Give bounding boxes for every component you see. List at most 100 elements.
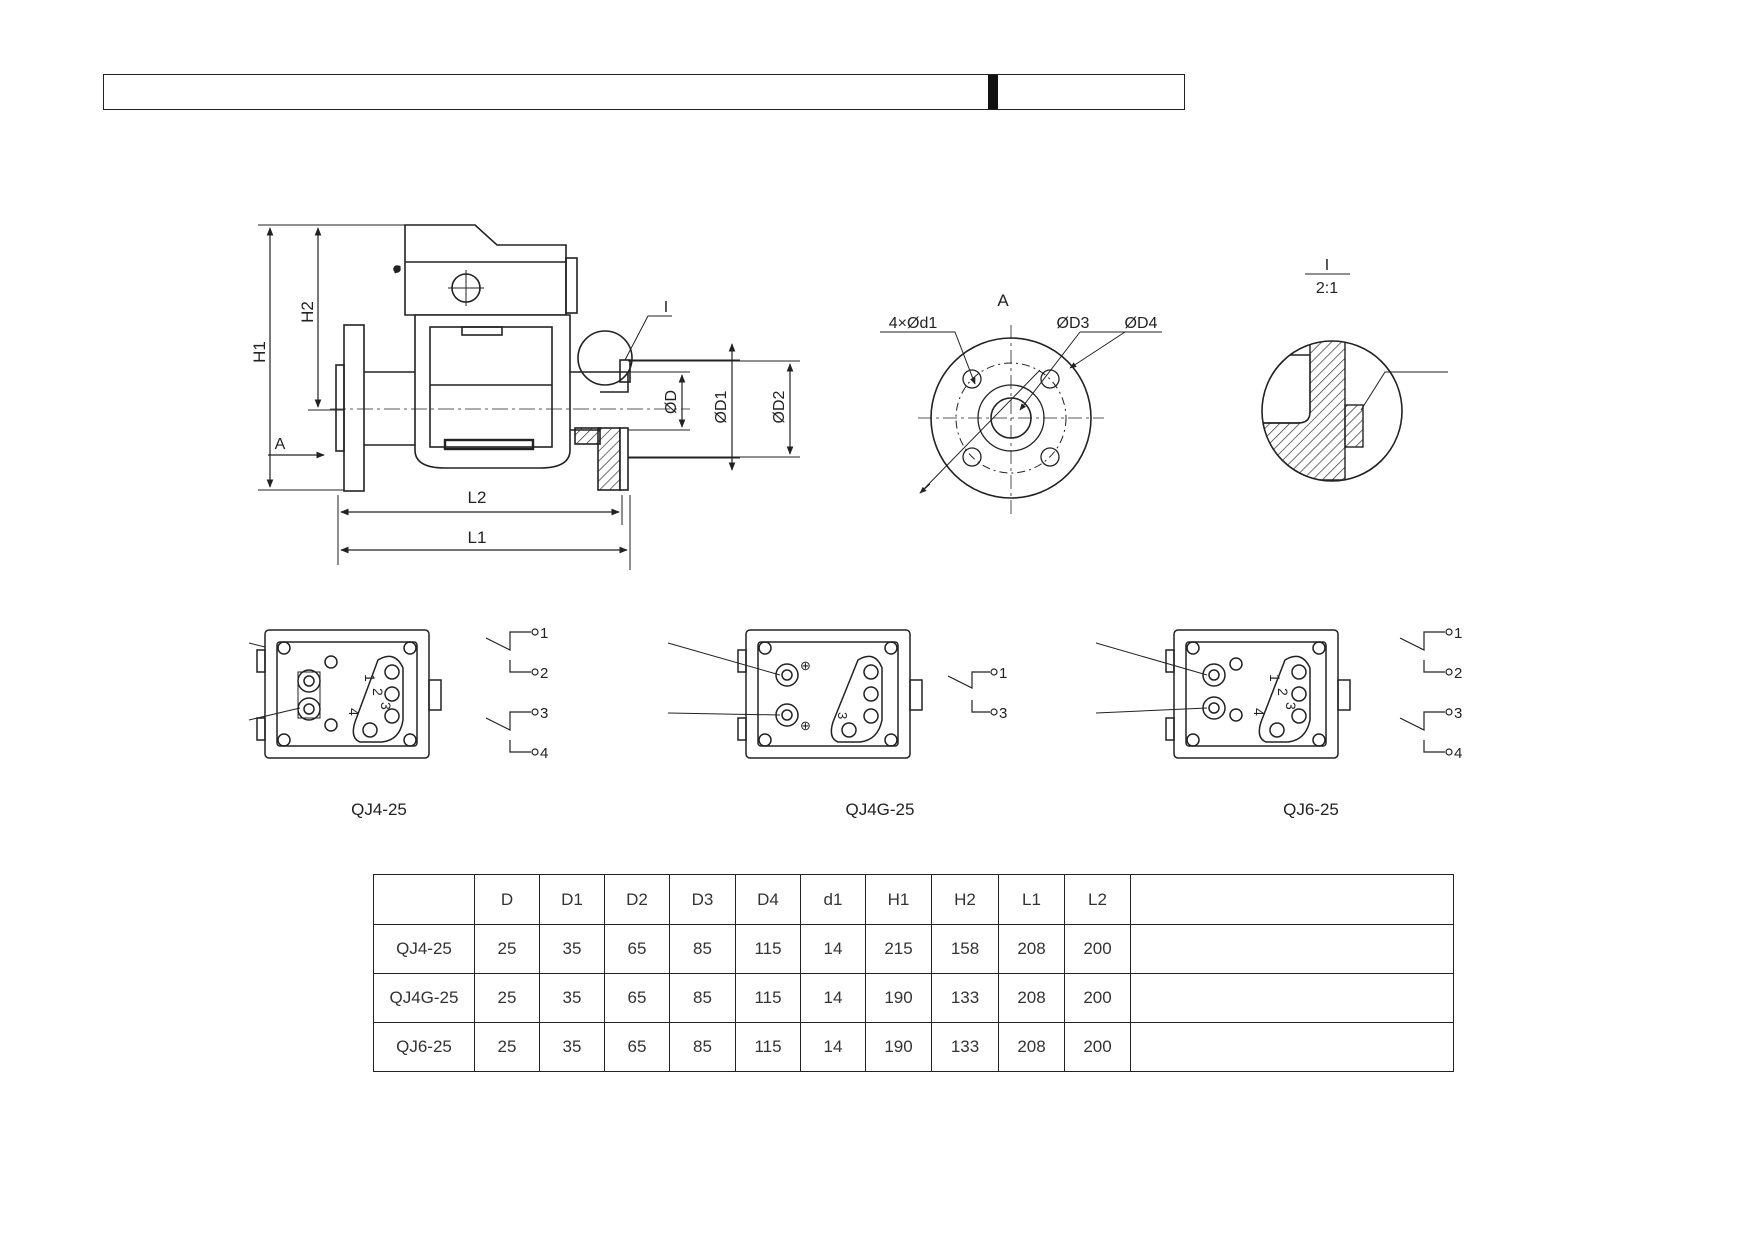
dim-d2-label: ØD2 bbox=[771, 390, 788, 423]
model-caption-qj6-25: QJ6-25 bbox=[1283, 800, 1339, 819]
terminal-4: 4 bbox=[540, 745, 548, 762]
box2-num-3: 3 bbox=[835, 712, 850, 719]
table-cell: 115 bbox=[735, 924, 801, 974]
box-numbers-qj6-25: 1 2 3 4 bbox=[1251, 674, 1299, 716]
d3-label: ØD3 bbox=[1057, 315, 1090, 332]
box3-num-1: 1 bbox=[1267, 674, 1283, 682]
box-numbers-qj4g-25: ⊕ ⊕ 3 bbox=[800, 658, 850, 733]
table-cell: 65 bbox=[604, 924, 670, 974]
table-cell: 115 bbox=[735, 1022, 801, 1072]
terminal-box-qj6-25 bbox=[1095, 629, 1351, 759]
table-row: QJ6-25 25 35 65 85 115 14 190 133 208 20… bbox=[373, 1022, 1454, 1072]
terminal-4: 4 bbox=[1454, 745, 1462, 762]
table-cell bbox=[1130, 1022, 1454, 1072]
table-header-cell: D3 bbox=[669, 874, 736, 925]
dim-d1-label: ØD1 bbox=[713, 390, 730, 423]
table-cell: 133 bbox=[931, 1022, 999, 1072]
dim-d-label: ØD bbox=[663, 390, 680, 414]
table-cell: 200 bbox=[1064, 973, 1131, 1023]
dim-l2-label: L2 bbox=[468, 488, 487, 507]
side-view-labels: H1 H2 A L2 L1 ØD ØD1 ØD2 I bbox=[250, 299, 788, 547]
table-cell: 190 bbox=[865, 973, 932, 1023]
terminal-2: 2 bbox=[1454, 665, 1462, 682]
box1-num-4: 4 bbox=[346, 708, 362, 716]
table-cell: 25 bbox=[474, 973, 540, 1023]
table-header-row: D D1 D2 D3 D4 d1 H1 H2 L1 L2 bbox=[373, 874, 1454, 925]
flange-view-a bbox=[880, 325, 1162, 515]
table-header-cell: D2 bbox=[604, 874, 670, 925]
detail-i-view bbox=[1261, 273, 1448, 482]
switch-terminals-qj4-25: 1 2 3 4 bbox=[540, 625, 548, 762]
table-cell: 190 bbox=[865, 1022, 932, 1072]
terminal-1: 1 bbox=[999, 665, 1007, 682]
table-header-cell: D bbox=[474, 874, 540, 925]
table-cell: 35 bbox=[539, 1022, 605, 1072]
holes-label: 4×Ød1 bbox=[889, 315, 938, 332]
terminal-box-qj4g-25 bbox=[667, 629, 923, 759]
box1-num-1: 1 bbox=[362, 674, 378, 682]
table-cell: 208 bbox=[998, 924, 1065, 974]
table-cell: 14 bbox=[800, 973, 866, 1023]
table-cell: 35 bbox=[539, 973, 605, 1023]
detail-scale-label: 2:1 bbox=[1316, 280, 1338, 297]
table-cell: 208 bbox=[998, 1022, 1065, 1072]
table-cell: QJ4G-25 bbox=[373, 973, 475, 1023]
table-cell: 14 bbox=[800, 1022, 866, 1072]
table-header-cell bbox=[373, 874, 475, 925]
box2-plus-a: ⊕ bbox=[800, 658, 811, 673]
box3-num-2: 2 bbox=[1275, 688, 1291, 696]
box3-num-4: 4 bbox=[1251, 708, 1267, 716]
detail-marker-label: I bbox=[664, 299, 668, 316]
table-header-cell: L1 bbox=[998, 874, 1065, 925]
box1-num-3: 3 bbox=[378, 702, 394, 710]
terminal-1: 1 bbox=[1454, 625, 1462, 642]
table-header-cell: D4 bbox=[735, 874, 801, 925]
switch-terminals-qj4g-25: 1 3 bbox=[999, 665, 1007, 722]
dimensions-table: D D1 D2 D3 D4 d1 H1 H2 L1 L2 QJ4-25 25 3… bbox=[373, 874, 1454, 1072]
switch-terminals-qj6-25: 1 2 3 4 bbox=[1454, 625, 1462, 762]
table-header-cell: H1 bbox=[865, 874, 932, 925]
table-cell: 215 bbox=[865, 924, 932, 974]
side-view bbox=[258, 224, 800, 570]
terminal-2: 2 bbox=[540, 665, 548, 682]
flange-view-labels: A 4×Ød1 ØD3 ØD4 bbox=[889, 291, 1158, 332]
table-header-cell: H2 bbox=[931, 874, 999, 925]
table-header-cell bbox=[1130, 874, 1454, 925]
table-cell: 85 bbox=[669, 973, 736, 1023]
switch-diagram-qj4g-25 bbox=[947, 668, 998, 716]
terminal-3: 3 bbox=[540, 705, 548, 722]
table-cell: 25 bbox=[474, 924, 540, 974]
dim-h1-label: H1 bbox=[250, 341, 269, 363]
box3-num-3: 3 bbox=[1283, 702, 1299, 710]
model-caption-qj4g-25: QJ4G-25 bbox=[846, 800, 915, 819]
d4-label: ØD4 bbox=[1125, 315, 1158, 332]
table-header-cell: D1 bbox=[539, 874, 605, 925]
table-cell: 65 bbox=[604, 973, 670, 1023]
table-cell: 35 bbox=[539, 924, 605, 974]
terminal-3: 3 bbox=[999, 705, 1007, 722]
table-cell: QJ4-25 bbox=[373, 924, 475, 974]
table-cell: 85 bbox=[669, 924, 736, 974]
table-cell: 25 bbox=[474, 1022, 540, 1072]
table-cell: 200 bbox=[1064, 1022, 1131, 1072]
box2-plus-b: ⊕ bbox=[800, 718, 811, 733]
table-cell: 65 bbox=[604, 1022, 670, 1072]
model-caption-qj4-25: QJ4-25 bbox=[351, 800, 407, 819]
terminal-3: 3 bbox=[1454, 705, 1462, 722]
table-cell: 85 bbox=[669, 1022, 736, 1072]
view-a-arrow-label: A bbox=[275, 436, 286, 453]
terminal-1: 1 bbox=[540, 625, 548, 642]
title-block bbox=[103, 74, 1185, 110]
dim-l1-label: L1 bbox=[468, 528, 487, 547]
box1-num-2: 2 bbox=[370, 688, 386, 696]
table-row: QJ4G-25 25 35 65 85 115 14 190 133 208 2… bbox=[373, 973, 1454, 1023]
table-header-cell: L2 bbox=[1064, 874, 1131, 925]
table-cell: 208 bbox=[998, 973, 1065, 1023]
table-cell: 115 bbox=[735, 973, 801, 1023]
detail-i-labels: I 2:1 bbox=[1316, 257, 1338, 297]
table-cell: QJ6-25 bbox=[373, 1022, 475, 1072]
table-cell: 158 bbox=[931, 924, 999, 974]
table-cell: 14 bbox=[800, 924, 866, 974]
switch-diagram-qj6-25 bbox=[1399, 628, 1453, 756]
